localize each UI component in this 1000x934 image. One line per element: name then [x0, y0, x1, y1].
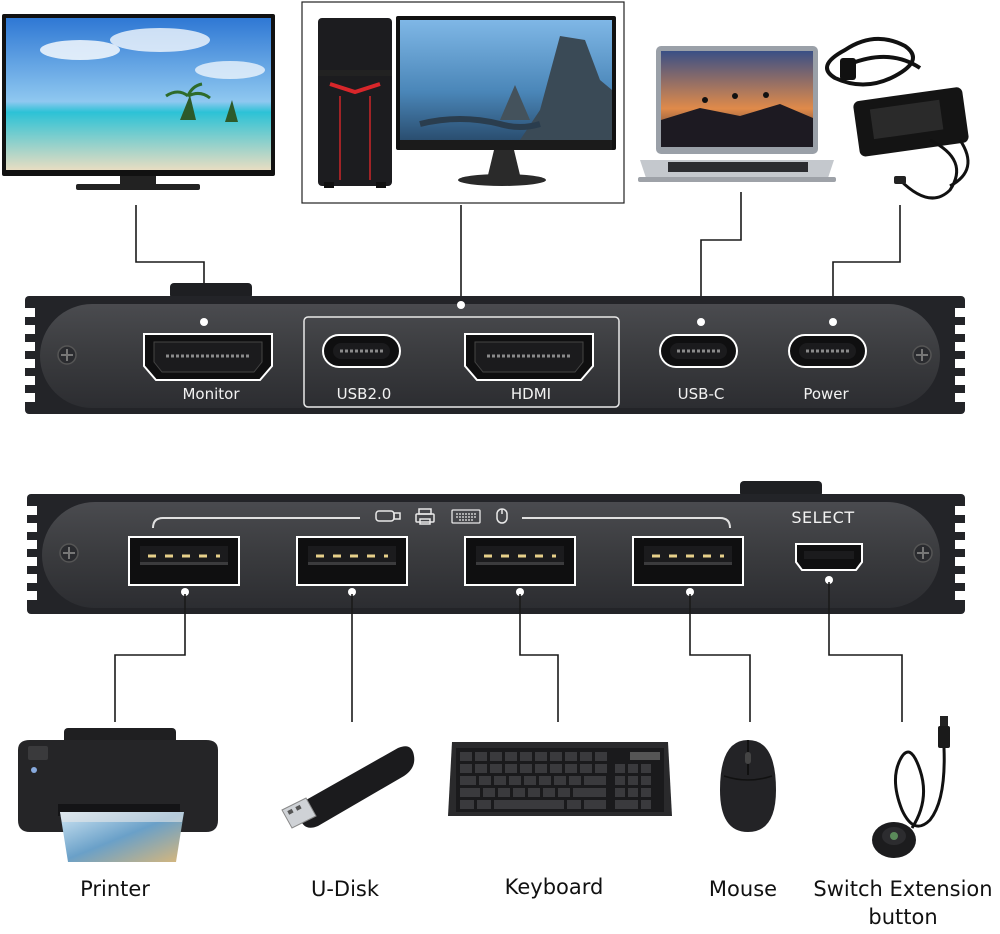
- mouse-icon: [496, 508, 508, 524]
- port-label-usb20: USB2.0: [337, 385, 392, 403]
- switch-extension-button-image: [872, 716, 950, 858]
- usb-a-port-3: [464, 536, 576, 596]
- port-label-power: Power: [803, 385, 849, 403]
- select-port: [795, 543, 863, 584]
- wire-power: [832, 205, 901, 322]
- usb20-port: [322, 334, 401, 368]
- desktop-pc-image: [301, 1, 625, 204]
- usb-a-port-4: [632, 536, 744, 596]
- caption-mouse: Mouse: [708, 877, 778, 901]
- port-label-usbc: USB-C: [678, 385, 725, 403]
- mouse-image: [720, 740, 776, 832]
- caption-switch-extension: Switch Extension: [813, 877, 993, 901]
- laptop-image: [638, 46, 836, 182]
- screw-icon: [57, 345, 77, 365]
- kvm-bottom-panel: SELECT: [27, 481, 965, 614]
- port-label-hdmi: HDMI: [511, 385, 551, 403]
- wire-keyboard: [519, 594, 559, 722]
- caption-udisk: U-Disk: [310, 877, 380, 901]
- wire-mouse: [689, 594, 751, 722]
- printer-image: [18, 728, 218, 862]
- usbc-port: [659, 318, 738, 368]
- printer-icon: [415, 508, 435, 525]
- wire-laptop: [700, 192, 742, 322]
- usb-a-port-2: [296, 536, 408, 596]
- select-label: SELECT: [791, 508, 854, 527]
- tv-monitor-image: [2, 14, 275, 190]
- caption-printer: Printer: [80, 877, 150, 901]
- screw-icon: [913, 543, 933, 563]
- caption-switch-button: button: [868, 905, 938, 929]
- power-port: [788, 318, 867, 368]
- pc-hdmi-port: [464, 333, 594, 381]
- caption-keyboard: Keyboard: [504, 875, 604, 899]
- wire-printer: [114, 594, 186, 722]
- usb-a-port-1: [128, 536, 240, 596]
- port-label-monitor: Monitor: [182, 385, 240, 403]
- power-adapter-image: [825, 36, 970, 200]
- screw-icon: [912, 345, 932, 365]
- usb-drive-icon: [375, 510, 401, 522]
- udisk-image: [281, 746, 415, 829]
- wire-switch-button: [828, 582, 903, 722]
- kvm-top-panel: Monitor USB2.0 HDMI USB-C: [25, 283, 965, 414]
- screw-icon: [59, 543, 79, 563]
- keyboard-icon: [451, 509, 481, 524]
- monitor-hdmi-port: [143, 318, 273, 381]
- keyboard-image: [448, 742, 672, 816]
